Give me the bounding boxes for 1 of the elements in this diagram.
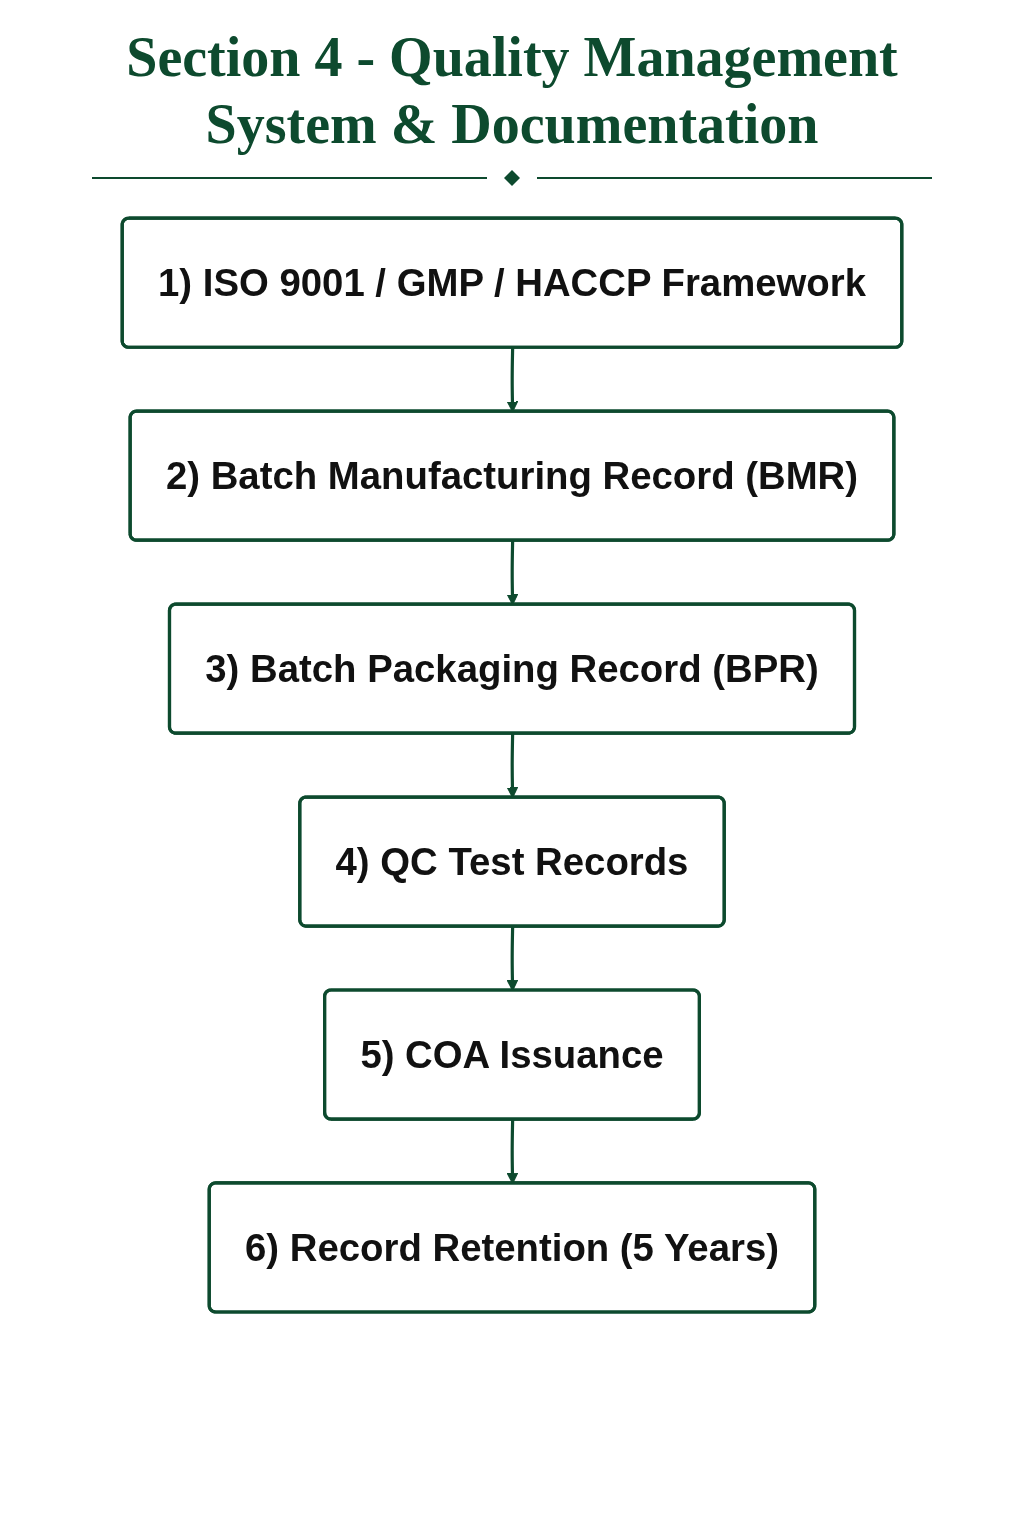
title: Section 4 - Quality Management System & Documentation bbox=[125, 25, 899, 158]
